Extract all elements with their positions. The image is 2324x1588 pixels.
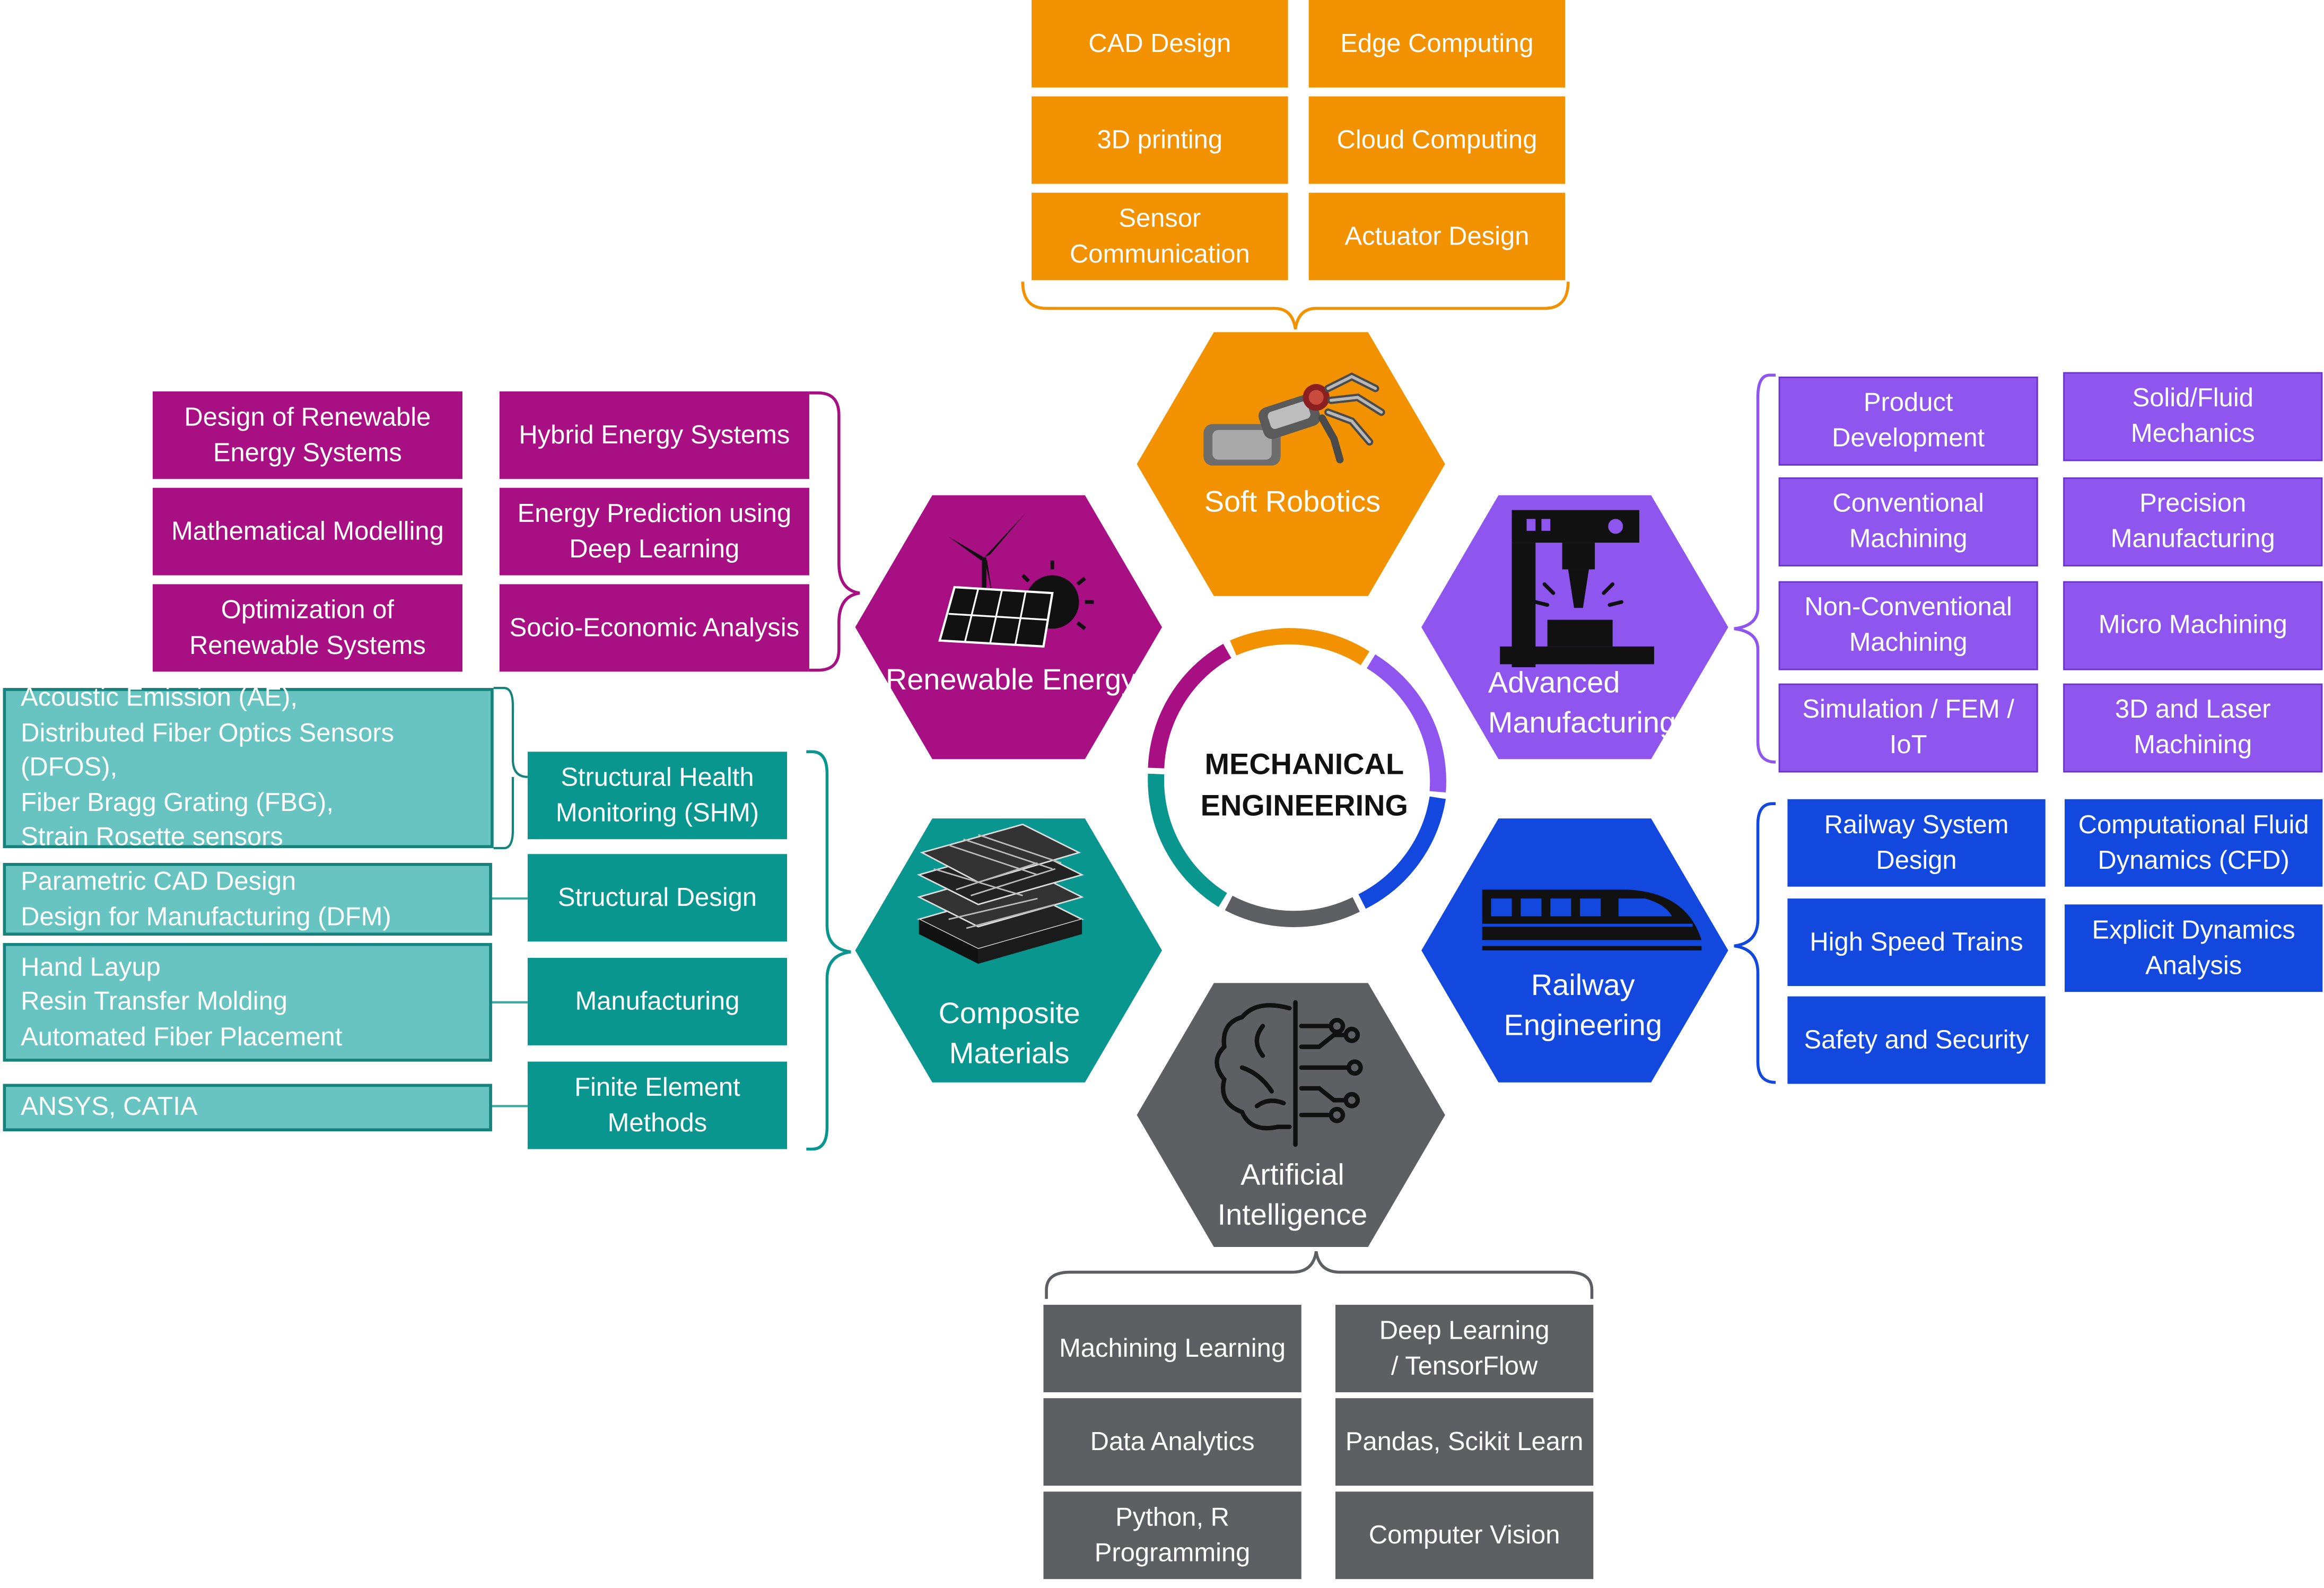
artificial-intelligence-item: Computer Vision [1335,1491,1594,1580]
composite-detail: Parametric CAD Design Design for Manufac… [3,862,492,936]
brain-circuit-icon [1215,1000,1363,1147]
ring-segment-gray [1225,895,1360,927]
soft-robotics-label: Soft Robotics [1204,486,1381,519]
artificial-intelligence-hexagon [1137,983,1445,1247]
composite-materials-item: Structural Health Monitoring (SHM) [527,752,787,840]
renewable-energy-bracket [809,391,860,672]
ring-segment-purple [1366,654,1446,792]
renewable-energy-label: Renewable Energy [885,664,1137,697]
railway-engineering-item: High Speed Trains [1787,898,2046,987]
ring-segment-blue [1358,796,1446,909]
soft-robotics-item: Edge Computing [1308,0,1566,88]
soft-robotics-item: Cloud Computing [1308,96,1566,184]
soft-robotics-item: CAD Design [1032,0,1288,88]
artificial-intelligence-bracket [1045,1251,1594,1299]
renewable-energy-item: Socio-Economic Analysis [499,584,809,672]
renewable-energy-item: Design of Renewable Energy Systems [152,391,462,479]
railway-engineering-item: Computational Fluid Dynamics (CFD) [2065,799,2323,887]
shm-detail-bracket [493,687,528,850]
composite-materials-item: Manufacturing [527,957,787,1045]
composite-materials-item: Structural Design [527,854,787,942]
soft-robotics-item: 3D printing [1032,96,1288,184]
composite-materials-bracket [806,750,851,1151]
advanced-manufacturing-item: Precision Manufacturing [2063,477,2323,566]
artificial-intelligence-item: Data Analytics [1043,1398,1301,1486]
soft-robotics-item: Sensor Communication [1032,193,1288,281]
artificial-intelligence-label: Artificial Intelligence [1217,1159,1368,1233]
railway-engineering-bracket [1734,802,1776,1084]
soft-robotics-item: Actuator Design [1308,193,1566,281]
advanced-manufacturing-item: Product Development [1778,377,2038,466]
ring-segment-magenta [1148,643,1231,769]
advanced-manufacturing-item: Micro Machining [2063,581,2323,670]
center-ring [1148,628,1446,927]
artificial-intelligence-item: Pandas, Scikit Learn [1335,1398,1594,1486]
renewable-energy-item: Energy Prediction using Deep Learning [499,487,809,575]
advanced-manufacturing-item: Solid/Fluid Mechanics [2063,372,2323,461]
composite-detail: Acoustic Emission (AE), Distributed Fibe… [3,682,494,852]
advanced-manufacturing-item: 3D and Laser Machining [2063,683,2323,773]
robotic-arm-icon [1203,372,1385,466]
advanced-manufacturing-item: Conventional Machining [1778,477,2038,566]
advanced-manufacturing-item: Non-Conventional Machining [1778,581,2038,670]
composite-layers-icon [916,823,1084,964]
soft-robotics-bracket [1021,282,1570,330]
railway-engineering-label: Railway Engineering [1504,970,1662,1043]
composite-detail: Hand Layup Resin Transfer Molding Automa… [3,943,492,1062]
cnc-machine-icon [1500,510,1654,667]
renewable-energy-item: Hybrid Energy Systems [499,391,809,479]
railway-engineering-item: Railway System Design [1787,799,2046,887]
artificial-intelligence-item: Machining Learning [1043,1305,1301,1392]
soft-robotics-hexagon [1137,332,1445,596]
ring-segment-teal [1148,773,1227,907]
advanced-manufacturing-bracket [1734,373,1776,764]
artificial-intelligence-item: Deep Learning / TensorFlow [1335,1305,1594,1392]
advanced-manufacturing-item: Simulation / FEM / IoT [1778,683,2038,773]
center-title: MECHANICAL ENGINEERING [1200,748,1409,823]
railway-engineering-item: Explicit Dynamics Analysis [2065,904,2323,992]
railway-engineering-item: Safety and Security [1787,996,2046,1084]
renewable-energy-item: Optimization of Renewable Systems [152,584,462,672]
train-icon [1482,889,1702,950]
composite-materials-item: Finite Element Methods [527,1061,787,1149]
composite-detail: ANSYS, CATIA [3,1084,492,1131]
advanced-manufacturing-label: Advanced Manufacturing [1488,667,1676,740]
artificial-intelligence-item: Python, R Programming [1043,1491,1301,1580]
ring-segment-orange [1230,628,1370,666]
renewable-energy-item: Mathematical Modelling [152,487,462,575]
solar-wind-icon [938,513,1094,648]
composite-materials-label: Composite Materials [938,998,1080,1071]
